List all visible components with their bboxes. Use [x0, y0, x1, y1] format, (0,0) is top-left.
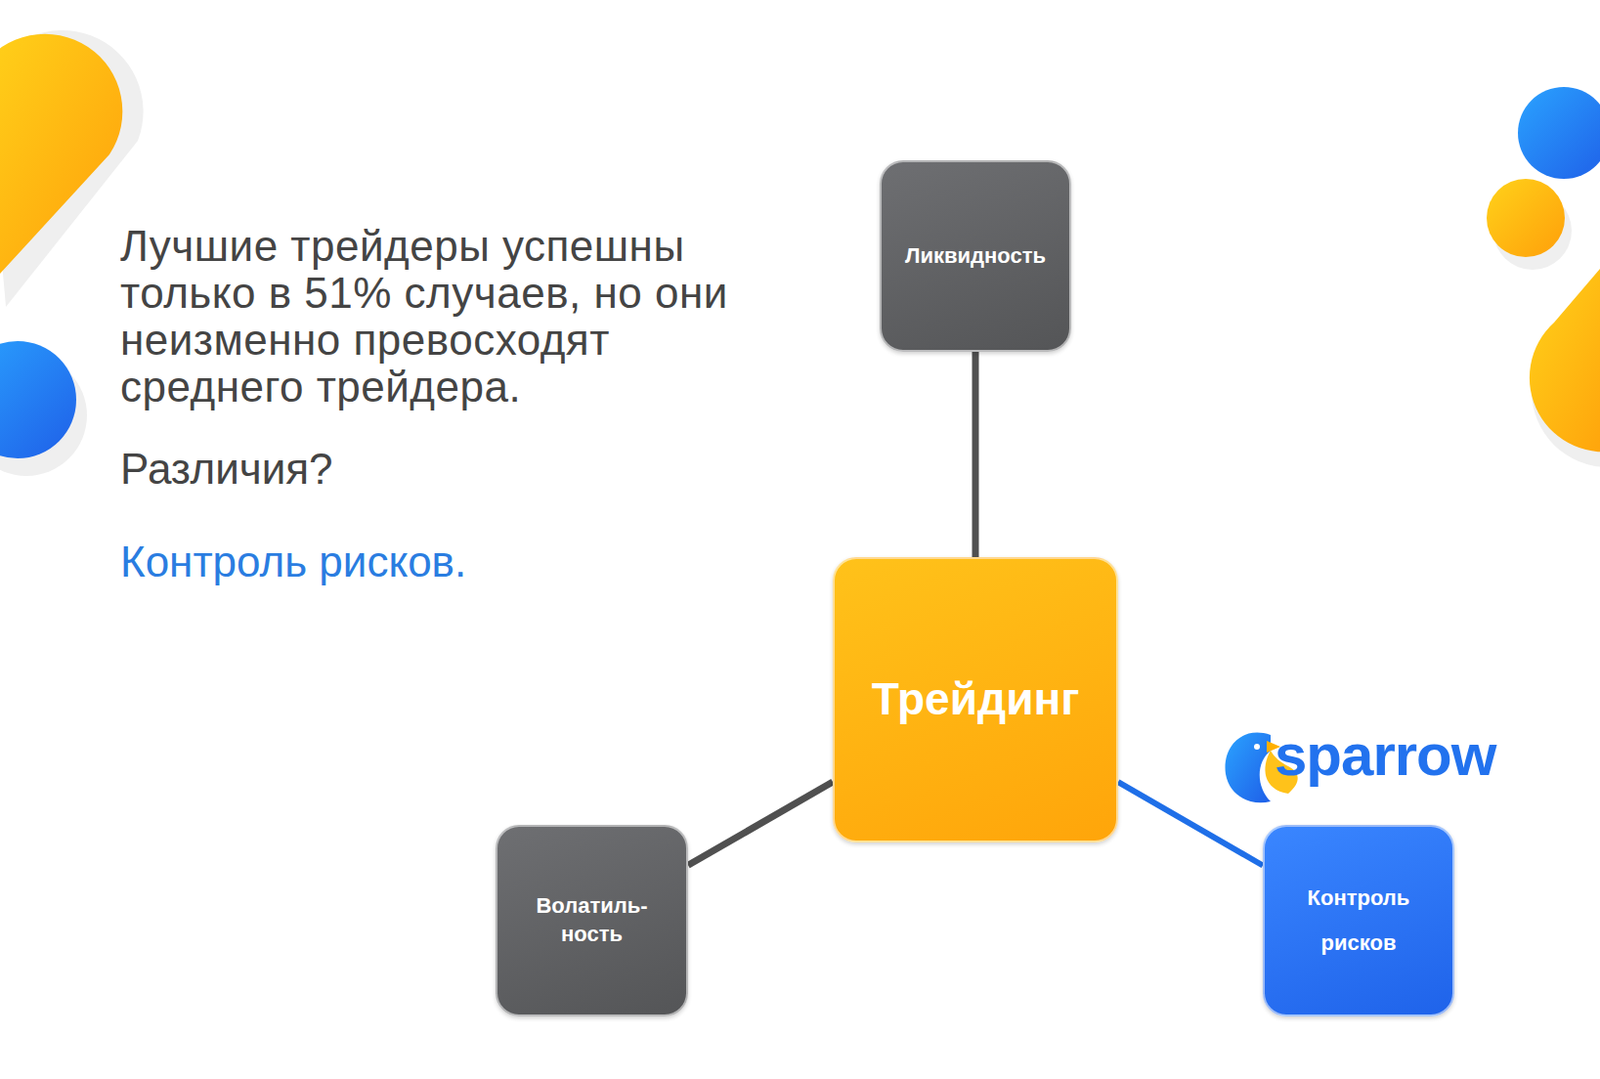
highlight-box: Контроль рисков — [1262, 824, 1455, 1017]
answer-text: Контроль рисков. — [120, 537, 467, 587]
yellow-blob — [1529, 268, 1600, 452]
factor-box: Ликвидность — [879, 160, 1072, 352]
node-label: Волатиль- ность — [533, 892, 651, 949]
blob-shadows — [0, 30, 1600, 476]
node-label: Контроль рисков — [1293, 875, 1426, 966]
factor-box: Волатиль- ность — [495, 824, 689, 1017]
connector-line — [1118, 781, 1263, 865]
question-text: Различия? — [120, 444, 334, 494]
yellow-blob — [0, 34, 123, 274]
connector-line — [688, 781, 833, 865]
blue-circle — [0, 341, 77, 459]
orange-circle — [1486, 178, 1565, 258]
logo-wordmark: sparrow — [1274, 721, 1496, 789]
central-box: Трейдинг — [832, 557, 1119, 843]
blue-circle — [1517, 86, 1600, 179]
connector-line — [972, 351, 980, 558]
node-label: Трейдинг — [871, 672, 1081, 727]
node-label: Ликвидность — [905, 243, 1046, 269]
slide-heading: Лучшие трейдеры успешны только в 51% слу… — [120, 222, 805, 411]
